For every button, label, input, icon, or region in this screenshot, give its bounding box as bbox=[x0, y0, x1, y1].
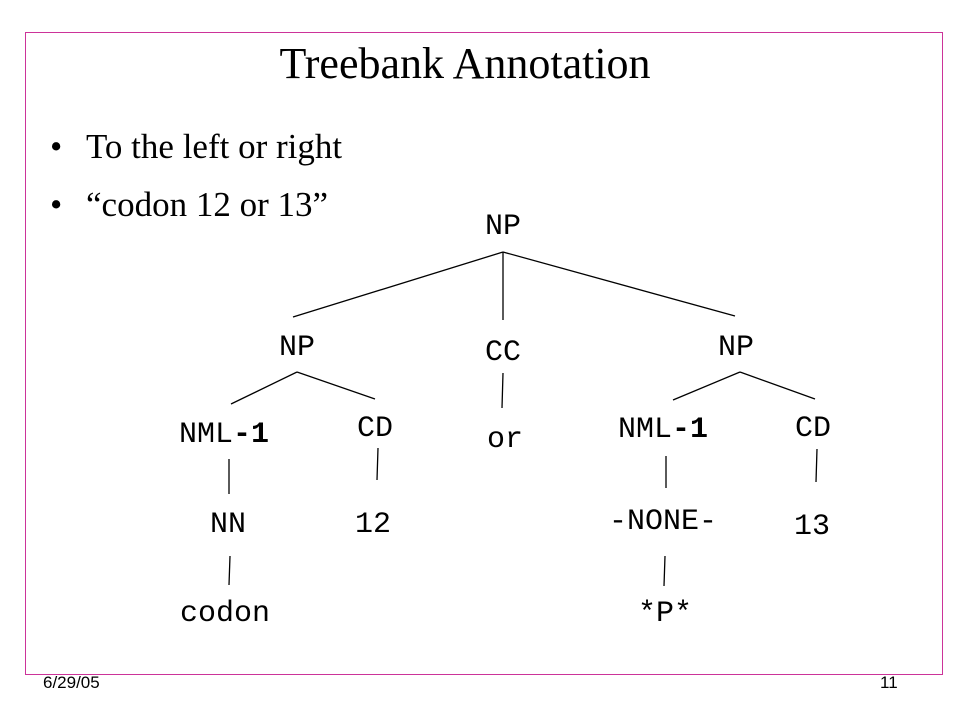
node-none: -NONE- bbox=[609, 505, 717, 539]
node-nml-right: NML-1 bbox=[618, 413, 708, 447]
node-np-right: NP bbox=[718, 331, 754, 365]
footer-page-number: 11 bbox=[880, 673, 898, 692]
node-trace: *P* bbox=[638, 597, 692, 631]
footer-date: 6/29/05 bbox=[43, 673, 100, 692]
node-nml-left: NML-1 bbox=[179, 418, 269, 452]
node-cc: CC bbox=[485, 336, 521, 370]
node-13: 13 bbox=[794, 510, 830, 544]
edge-cc-or bbox=[501, 372, 504, 409]
slide-frame bbox=[25, 32, 943, 675]
node-or: or bbox=[487, 423, 523, 457]
edge-cd-13 bbox=[815, 448, 818, 483]
node-codon: codon bbox=[180, 597, 270, 631]
edge-nn-codon bbox=[228, 555, 231, 586]
node-cd-right: CD bbox=[795, 412, 831, 446]
bullet-item: • “codon 12 or 13” bbox=[50, 176, 342, 234]
node-cd-left: CD bbox=[357, 412, 393, 446]
node-nn: NN bbox=[210, 508, 246, 542]
bullet-text: To the left or right bbox=[86, 127, 343, 166]
edge-npright-cd bbox=[739, 371, 816, 400]
bullet-text: “codon 12 or 13” bbox=[86, 185, 329, 224]
edge-root-npleft bbox=[292, 251, 504, 318]
node-12: 12 bbox=[355, 508, 391, 542]
node-nml-right-label: NML bbox=[618, 413, 672, 447]
slide-title: Treebank Annotation bbox=[279, 39, 651, 88]
bullet-item: • To the left or right bbox=[50, 118, 342, 176]
edge-none-trace bbox=[663, 555, 666, 587]
bullet-glyph: • bbox=[50, 127, 63, 166]
node-np-root: NP bbox=[485, 210, 521, 244]
edge-npleft-cd bbox=[296, 371, 376, 400]
edge-npright-nml bbox=[672, 371, 741, 401]
edge-npleft-nml bbox=[230, 371, 298, 405]
bullet-list: • To the left or right • “codon 12 or 13” bbox=[50, 118, 342, 234]
edge-root-npright bbox=[502, 251, 736, 317]
node-nml-right-index: -1 bbox=[672, 413, 708, 447]
node-nml-left-label: NML bbox=[179, 418, 233, 452]
bullet-glyph: • bbox=[50, 185, 63, 224]
node-np-left: NP bbox=[279, 331, 315, 365]
edge-cd-12 bbox=[376, 447, 379, 481]
node-nml-left-index: -1 bbox=[233, 418, 269, 452]
